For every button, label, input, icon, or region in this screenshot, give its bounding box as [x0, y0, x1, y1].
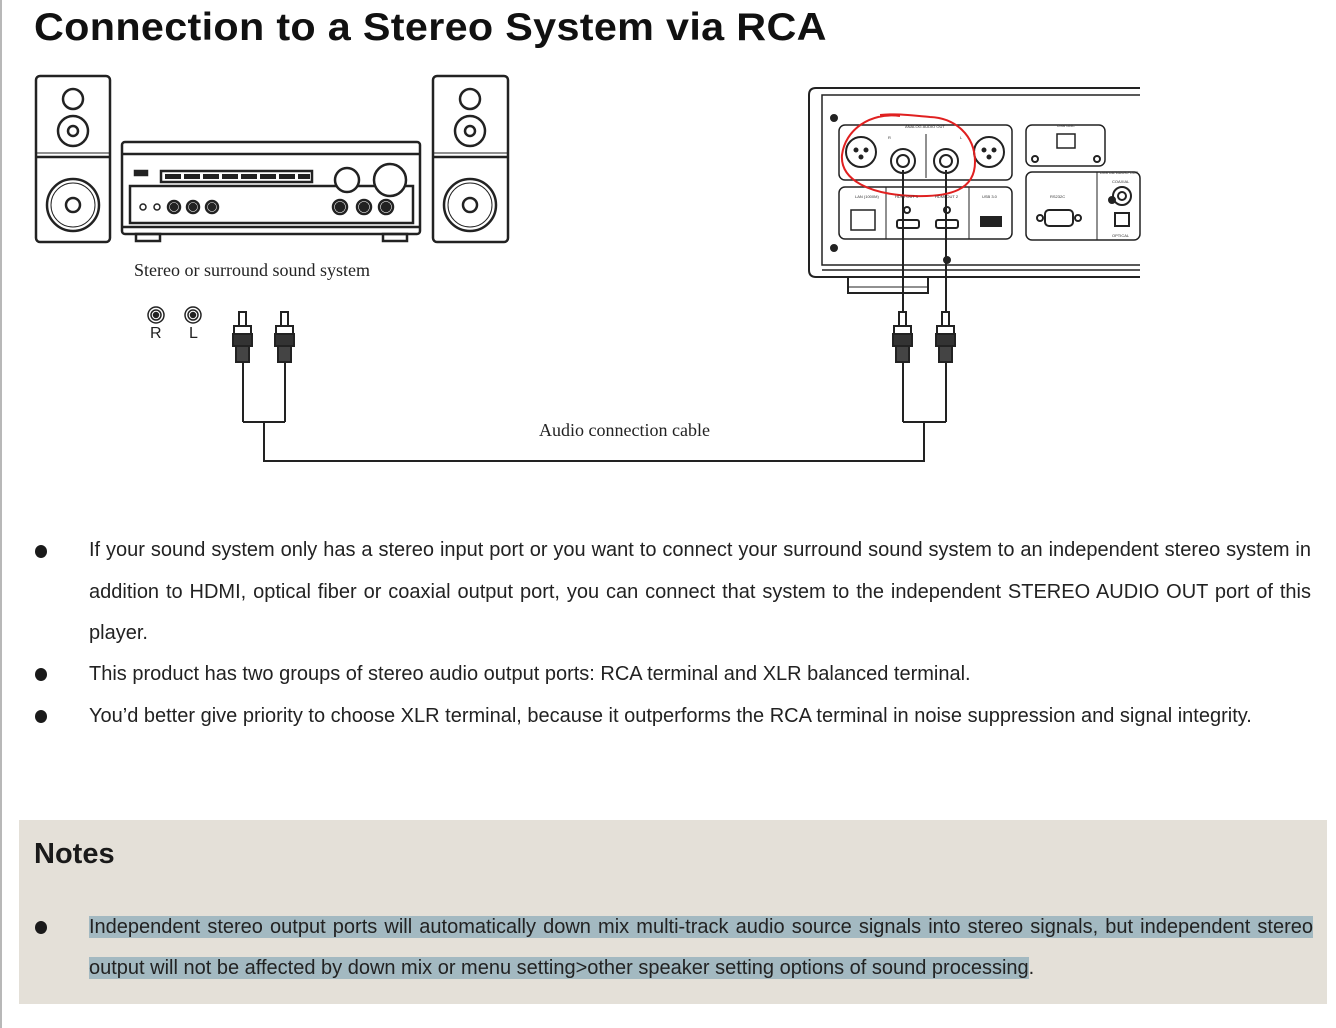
receiver-icon	[120, 140, 422, 243]
bullet-item: You’d better give priority to choose XLR…	[89, 705, 1252, 727]
player-rear-panel-icon	[808, 87, 1141, 294]
bullet-dot-icon	[35, 710, 47, 723]
rca-plug-right-icon	[892, 170, 956, 423]
panel-label-l: L	[960, 135, 963, 140]
connection-diagram: ANALOG AUDIO OUT R L USB DAC LAN (1000M)…	[34, 74, 1141, 462]
bullet-item: This product has two groups of stereo au…	[89, 663, 971, 685]
bullet-dot-icon	[35, 545, 47, 558]
notes-text[interactable]: Independent stereo output ports will aut…	[89, 907, 1313, 989]
rca-plug-left-icon	[232, 311, 925, 462]
bullet-item: If your sound system only has a stereo i…	[89, 539, 1311, 644]
cable-caption: Audio connection cable	[539, 420, 710, 440]
jack-label-r: R	[150, 325, 162, 342]
red-circle-annotation	[840, 113, 977, 198]
panel-label-usb-dac: USB DAC	[1057, 123, 1075, 128]
panel-label-hdmi2: HDMI OUT 2	[935, 194, 959, 199]
bullet-dot-icon	[35, 668, 47, 681]
panel-label-usb3: USB 3.0	[982, 194, 998, 199]
bullet-dot-icon	[35, 921, 47, 934]
selected-text-highlight[interactable]: Independent stereo output ports will aut…	[89, 916, 1313, 979]
panel-label-coaxial: COAXIAL	[1112, 179, 1130, 184]
panel-label-rs232c: RS232C	[1050, 194, 1065, 199]
panel-label-r: R	[888, 135, 891, 140]
left-speaker-icon	[34, 74, 112, 244]
right-speaker-icon	[431, 74, 510, 244]
rca-input-jacks-icon	[147, 306, 202, 324]
panel-label-digital: DIGITAL AUDIO OUT	[1100, 170, 1139, 175]
jack-label-l: L	[189, 325, 198, 342]
page-title: Connection to a Stereo System via RCA	[34, 6, 827, 49]
panel-label-optical: OPTICAL	[1112, 233, 1130, 238]
notes-trailing-text: .	[1028, 957, 1035, 979]
panel-label-lan: LAN (1000M)	[855, 194, 879, 199]
sound-system-caption: Stereo or surround sound system	[134, 260, 370, 280]
notes-title: Notes	[34, 838, 115, 870]
panel-label-analog: ANALOG AUDIO OUT	[905, 124, 945, 129]
panel-label-hdmi1: HDMI OUT 1	[895, 194, 919, 199]
page-left-border	[0, 0, 2, 1028]
